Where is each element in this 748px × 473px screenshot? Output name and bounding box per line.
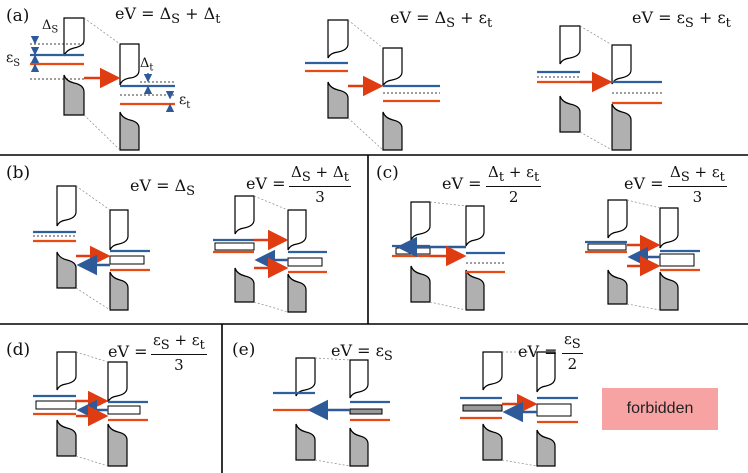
equation-b1: eV = ΔS bbox=[130, 176, 196, 200]
equation-c2-prefix: eV = bbox=[624, 174, 664, 193]
equation-e2-fraction: εS 2 bbox=[562, 330, 583, 373]
equation-c1-fraction: Δt + εt 2 bbox=[486, 163, 542, 206]
diagram-a2 bbox=[305, 19, 440, 151]
panel-label-c: (c) bbox=[376, 163, 399, 183]
annotation-epsilon-s: εS bbox=[6, 50, 21, 69]
equation-b2-fraction: ΔS + Δt 3 bbox=[289, 163, 351, 206]
equation-a2: eV = ΔS + εt bbox=[390, 8, 493, 32]
equation-a3: eV = εS + εt bbox=[632, 8, 731, 32]
diagram-d1 bbox=[33, 351, 148, 467]
equation-e1: eV = εS bbox=[331, 341, 393, 365]
panel-label-b: (b) bbox=[6, 163, 31, 183]
forbidden-box: forbidden bbox=[602, 388, 718, 430]
diagram-b2 bbox=[213, 195, 327, 313]
equation-e2-prefix: eV = bbox=[518, 342, 558, 361]
annotation-epsilon-t: εt bbox=[179, 92, 191, 111]
diagram-c2 bbox=[585, 199, 700, 311]
equation-a1: eV = ΔS + Δt bbox=[115, 4, 221, 28]
equation-d1-fraction: εS + εt 3 bbox=[151, 331, 207, 374]
equation-b2-prefix: eV = bbox=[246, 174, 286, 193]
diagram-e2 bbox=[460, 351, 578, 467]
diagram-b1 bbox=[33, 185, 150, 311]
panel-label-a: (a) bbox=[6, 6, 30, 26]
equation-d1-prefix: eV = bbox=[108, 342, 148, 361]
annotation-delta-t: Δt bbox=[140, 56, 154, 74]
panel-borders bbox=[0, 154, 748, 473]
equation-c1-prefix: eV = bbox=[442, 174, 482, 193]
diagram-c1 bbox=[392, 201, 505, 311]
panel-label-e: (e) bbox=[232, 340, 256, 360]
diagram-a1 bbox=[30, 17, 175, 151]
diagram-a3 bbox=[537, 25, 662, 151]
equation-c2-fraction: ΔS + εt 3 bbox=[668, 163, 727, 206]
annotation-delta-s: ΔS bbox=[42, 18, 59, 36]
diagram-e1 bbox=[273, 357, 390, 467]
panel-label-d: (d) bbox=[6, 340, 31, 360]
